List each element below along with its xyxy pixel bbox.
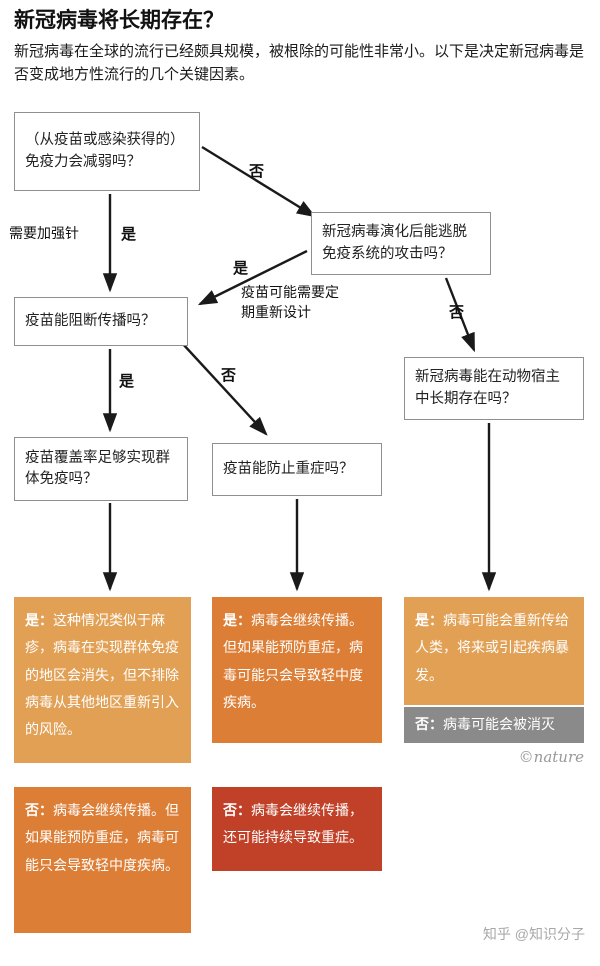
outcome-mild-no-text: 病毒会继续传播。但如果能预防重症，病毒可能只会导致轻中度疾病。 bbox=[25, 802, 179, 873]
outcome-mild-no-box: 否：病毒会继续传播。但如果能预防重症，病毒可能只会导致轻中度疾病。 bbox=[14, 787, 191, 933]
outcome-mild-yes-text: 病毒会继续传播。但如果能预防重症，病毒可能只会导致轻中度疾病。 bbox=[223, 612, 363, 710]
question-coverage-box: 疫苗覆盖率足够实现群体免疫吗？ bbox=[14, 437, 188, 501]
edge-label-no-evolve: 否 bbox=[449, 304, 465, 321]
outcome-virus-eliminated-box: 否：病毒可能会被消灭 bbox=[404, 707, 584, 743]
outcome-herd-immunity-box: 是：这种情况类似于麻疹，病毒在实现群体免疫的地区会消失，但不排除病毒从其他地区重… bbox=[14, 597, 191, 763]
edge-label-no-block: 否 bbox=[221, 367, 237, 384]
outcome-mild-yes-box: 是：病毒会继续传播。但如果能预防重症，病毒可能只会导致轻中度疾病。 bbox=[212, 597, 382, 743]
edge-label-yes-evolve: 是 bbox=[233, 260, 249, 277]
question-evolve-box: 新冠病毒演化后能逃脱免疫系统的攻击吗？ bbox=[311, 212, 491, 275]
outcome-eliminated-text: 病毒可能会被消灭 bbox=[443, 716, 555, 732]
outcome-animal-yes-text: 病毒可能会重新传给人类，将来或引起疾病暴发。 bbox=[415, 612, 569, 683]
outcome-mild-yes-prefix: 是： bbox=[223, 612, 251, 628]
question-immunity-text: （从疫苗或感染获得的）免疫力会减弱吗？ bbox=[25, 132, 185, 170]
question-immunity-box: （从疫苗或感染获得的）免疫力会减弱吗？ bbox=[14, 112, 200, 191]
question-severe-box: 疫苗能防止重症吗？ bbox=[212, 443, 382, 496]
outcome-eliminated-prefix: 否： bbox=[415, 716, 443, 732]
outcome-severe-no-box: 否：病毒会继续传播，还可能持续导致重症。 bbox=[212, 787, 382, 871]
edge-label-yes-block: 是 bbox=[119, 373, 135, 390]
outcome-herd-text: 这种情况类似于麻疹，病毒在实现群体免疫的地区会消失，但不排除病毒从其他地区重新引… bbox=[25, 612, 179, 738]
question-evolve-text: 新冠病毒演化后能逃脱免疫系统的攻击吗？ bbox=[322, 224, 467, 262]
question-severe-text: 疫苗能防止重症吗？ bbox=[223, 460, 354, 477]
note-booster-needed: 需要加强针 bbox=[9, 225, 79, 241]
question-animal-host-box: 新冠病毒能在动物宿主中长期存在吗？ bbox=[404, 357, 584, 420]
outcome-animal-yes-prefix: 是： bbox=[415, 612, 443, 628]
question-coverage-text: 疫苗覆盖率足够实现群体免疫吗？ bbox=[25, 449, 170, 487]
arrow-immunity-no-to-evolve bbox=[201, 145, 317, 218]
page-subtitle: 新冠病毒在全球的流行已经颇具规模，被根除的可能性非常小。以下是决定新冠病毒是否变… bbox=[14, 43, 585, 84]
zhihu-watermark: 知乎 @知识分子 bbox=[482, 926, 585, 942]
edge-label-no-immunity: 否 bbox=[249, 163, 265, 180]
page-title: 新冠病毒将长期存在？ bbox=[14, 9, 224, 32]
question-block-transmission-text: 疫苗能阻断传播吗？ bbox=[25, 312, 156, 329]
outcome-mild-no-prefix: 否： bbox=[25, 802, 53, 818]
nature-watermark: ©nature bbox=[518, 748, 584, 766]
outcome-severe-no-text: 病毒会继续传播，还可能持续导致重症。 bbox=[223, 802, 363, 846]
edge-label-yes-immunity: 是 bbox=[121, 226, 137, 243]
question-block-transmission-box: 疫苗能阻断传播吗？ bbox=[14, 297, 188, 346]
note-vaccine-redesign: 疫苗可能需要定期重新设计 bbox=[241, 284, 339, 320]
outcome-herd-prefix: 是： bbox=[25, 612, 53, 628]
arrow-block-no-to-severe bbox=[181, 342, 268, 436]
outcome-animal-yes-box: 是：病毒可能会重新传给人类，将来或引起疾病暴发。 bbox=[404, 597, 584, 705]
outcome-severe-no-prefix: 否： bbox=[223, 802, 251, 818]
question-animal-host-text: 新冠病毒能在动物宿主中长期存在吗？ bbox=[415, 369, 560, 407]
